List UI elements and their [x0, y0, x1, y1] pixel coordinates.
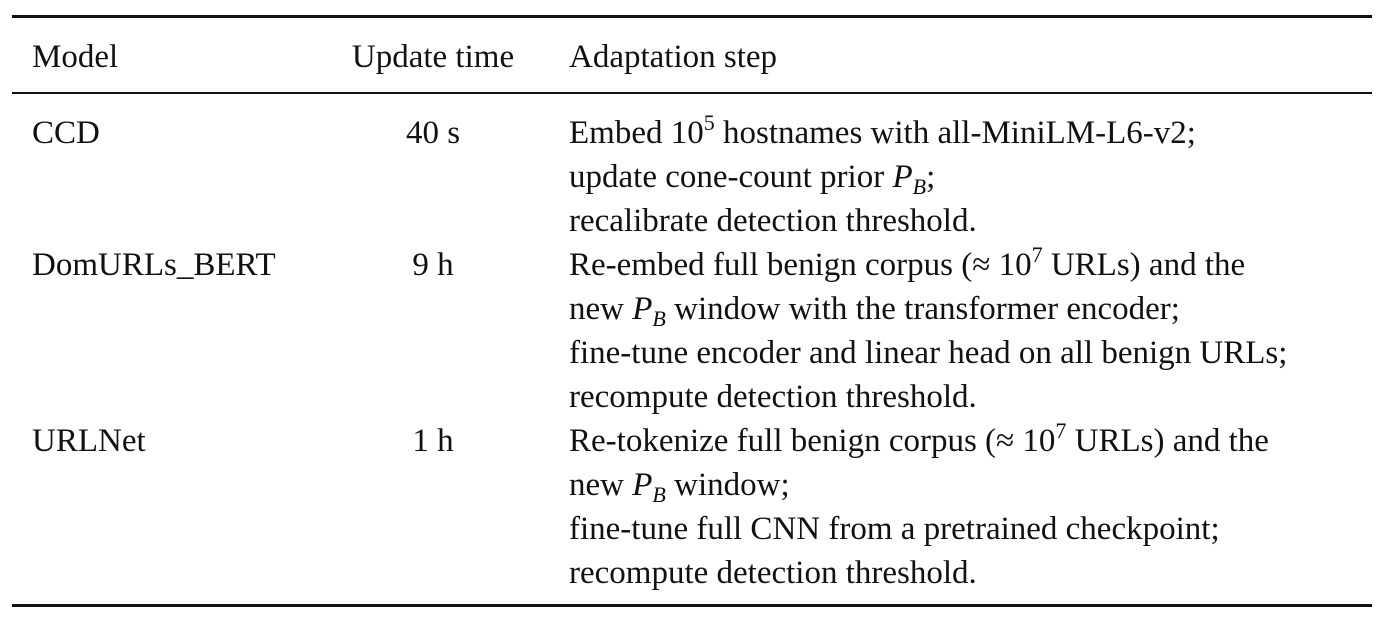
step-text: window;	[665, 467, 790, 503]
step-text: URLs) and the	[1066, 423, 1269, 459]
step-line: update cone-count prior PB;	[569, 155, 1196, 199]
header-rule	[12, 92, 1372, 94]
step-line: new PB window;	[569, 463, 1269, 507]
row-domurls-bert-update-time: 9 h	[412, 247, 454, 283]
step-line: Embed 105 hostnames with all-MiniLM-L6-v…	[569, 111, 1196, 155]
bottom-rule	[12, 604, 1372, 607]
row-urlnet-model: URLNet	[32, 423, 146, 459]
step-text: Re-tokenize full benign corpus (≈ 10	[569, 423, 1056, 459]
header-adaptation-step: Adaptation step	[569, 39, 778, 75]
step-line: fine-tune full CNN from a pretrained che…	[569, 511, 1220, 547]
row-domurls-bert-adaptation-step: Re-embed full benign corpus (≈ 107 URLs)…	[569, 243, 1287, 419]
math-symbol: P	[892, 159, 913, 195]
step-text: URLs) and the	[1042, 247, 1246, 283]
header-model: Model	[32, 39, 119, 75]
subscript: B	[912, 174, 927, 199]
step-text: hostnames with all-MiniLM-L6-v2;	[714, 115, 1196, 151]
step-line: Re-tokenize full benign corpus (≈ 107 UR…	[569, 419, 1269, 463]
step-line: recalibrate detection threshold.	[569, 203, 977, 239]
step-text: window with the transformer encoder;	[665, 291, 1180, 327]
math-symbol: P	[632, 467, 653, 503]
step-text: Embed 10	[569, 115, 704, 151]
top-rule	[12, 15, 1372, 18]
step-text: new	[569, 291, 633, 327]
step-line: recompute detection threshold.	[569, 555, 977, 591]
row-domurls-bert-model: DomURLs_BERT	[32, 247, 276, 283]
row-ccd-update-time: 40 s	[405, 115, 461, 151]
row-urlnet-update-time: 1 h	[412, 423, 454, 459]
step-text: new	[569, 467, 633, 503]
step-line: new PB window with the transformer encod…	[569, 287, 1287, 331]
step-line: Re-embed full benign corpus (≈ 107 URLs)…	[569, 243, 1287, 287]
step-text: ;	[926, 159, 936, 195]
math-symbol: P	[632, 291, 653, 327]
row-urlnet-adaptation-step: Re-tokenize full benign corpus (≈ 107 UR…	[569, 419, 1269, 595]
step-line: recompute detection threshold.	[569, 379, 977, 415]
step-line: fine-tune encoder and linear head on all…	[569, 335, 1288, 371]
exponent: 7	[1031, 242, 1043, 267]
header-update-time: Update time	[351, 39, 515, 75]
row-ccd-adaptation-step: Embed 105 hostnames with all-MiniLM-L6-v…	[569, 111, 1196, 243]
subscript: B	[652, 482, 666, 507]
step-text: update cone-count prior	[569, 159, 893, 195]
exponent: 5	[703, 110, 715, 135]
subscript: B	[652, 306, 666, 331]
step-text: Re-embed full benign corpus (≈ 10	[569, 247, 1032, 283]
row-ccd-model: CCD	[32, 115, 100, 151]
exponent: 7	[1055, 418, 1067, 443]
